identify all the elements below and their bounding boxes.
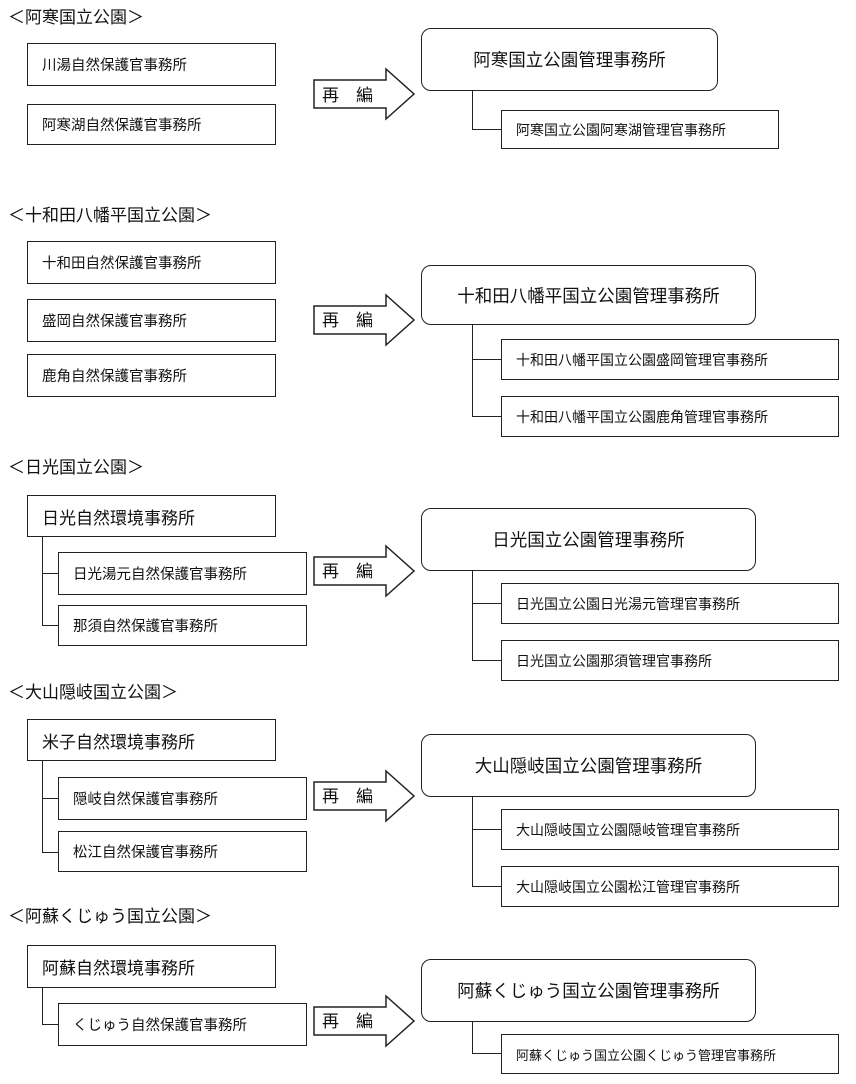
section-title-akan: ＜阿寒国立公園＞ <box>8 8 144 28</box>
section-title-towada: ＜十和田八幡平国立公園＞ <box>8 206 212 226</box>
new-sub-office-box: 十和田八幡平国立公園鹿角管理官事務所 <box>501 396 839 437</box>
new-office-box: 日光国立公園管理事務所 <box>421 508 756 571</box>
old-parent-office-box: 阿蘇自然環境事務所 <box>27 945 276 988</box>
new-office-box: 阿寒国立公園管理事務所 <box>421 28 718 91</box>
old-parent-office-box: 日光自然環境事務所 <box>27 495 276 537</box>
reorganize-label: 再 編 <box>322 1012 373 1032</box>
section-title-aso-kuju: ＜阿蘇くじゅう国立公園＞ <box>8 907 212 927</box>
old-child-office-box: 松江自然保護官事務所 <box>58 831 307 872</box>
old-child-office-box: 隠岐自然保護官事務所 <box>58 777 307 820</box>
new-sub-office-box: 大山隠岐国立公園隠岐管理官事務所 <box>501 809 839 850</box>
reorganize-label: 再 編 <box>322 311 373 331</box>
old-child-office-box: 日光湯元自然保護官事務所 <box>58 552 307 595</box>
new-sub-office-box: 大山隠岐国立公園松江管理官事務所 <box>501 866 839 907</box>
new-sub-office-box: 十和田八幡平国立公園盛岡管理官事務所 <box>501 339 839 380</box>
reorganize-arrow <box>313 67 416 121</box>
connector-line <box>472 325 473 416</box>
old-office-box: 鹿角自然保護官事務所 <box>27 354 276 397</box>
connector-line <box>472 1022 473 1053</box>
connector-line <box>42 798 58 799</box>
reorganize-label: 再 編 <box>322 787 373 807</box>
connector-line <box>42 625 58 626</box>
reorganize-arrow <box>313 994 416 1048</box>
connector-line <box>472 829 501 830</box>
reorganize-label: 再 編 <box>322 86 373 106</box>
new-office-box: 十和田八幡平国立公園管理事務所 <box>421 265 756 325</box>
connector-line <box>472 416 501 417</box>
section-title-daisen-oki: ＜大山隠岐国立公園＞ <box>8 683 178 703</box>
old-office-box: 盛岡自然保護官事務所 <box>27 299 276 342</box>
connector-line <box>42 988 43 1024</box>
old-office-box: 十和田自然保護官事務所 <box>27 241 276 284</box>
new-sub-office-box: 阿蘇くじゅう国立公園くじゅう管理官事務所 <box>501 1034 839 1074</box>
new-office-box: 大山隠岐国立公園管理事務所 <box>421 734 756 797</box>
section-title-nikko: ＜日光国立公園＞ <box>8 458 144 478</box>
old-child-office-box: 那須自然保護官事務所 <box>58 605 307 646</box>
connector-line <box>472 797 473 886</box>
old-office-box: 川湯自然保護官事務所 <box>27 43 276 86</box>
connector-line <box>42 852 58 853</box>
old-parent-office-box: 米子自然環境事務所 <box>27 719 276 761</box>
connector-line <box>42 537 43 625</box>
old-child-office-box: くじゅう自然保護官事務所 <box>58 1003 307 1046</box>
connector-line <box>472 1053 501 1054</box>
new-sub-office-box: 日光国立公園那須管理官事務所 <box>501 640 839 681</box>
connector-line <box>472 603 501 604</box>
old-office-box: 阿寒湖自然保護官事務所 <box>27 104 276 145</box>
connector-line <box>42 573 58 574</box>
reorganize-arrow <box>313 769 416 823</box>
connector-line <box>472 129 501 130</box>
reorganize-arrow <box>313 544 416 598</box>
connector-line <box>42 1024 58 1025</box>
connector-line <box>472 91 473 129</box>
new-office-box: 阿蘇くじゅう国立公園管理事務所 <box>421 959 756 1022</box>
new-sub-office-box: 日光国立公園日光湯元管理官事務所 <box>501 583 839 624</box>
new-sub-office-box: 阿寒国立公園阿寒湖管理官事務所 <box>501 110 779 149</box>
reorganize-arrow <box>313 293 416 347</box>
connector-line <box>472 886 501 887</box>
connector-line <box>472 359 501 360</box>
reorganize-label: 再 編 <box>322 562 373 582</box>
connector-line <box>472 571 473 660</box>
connector-line <box>42 761 43 852</box>
connector-line <box>472 660 501 661</box>
